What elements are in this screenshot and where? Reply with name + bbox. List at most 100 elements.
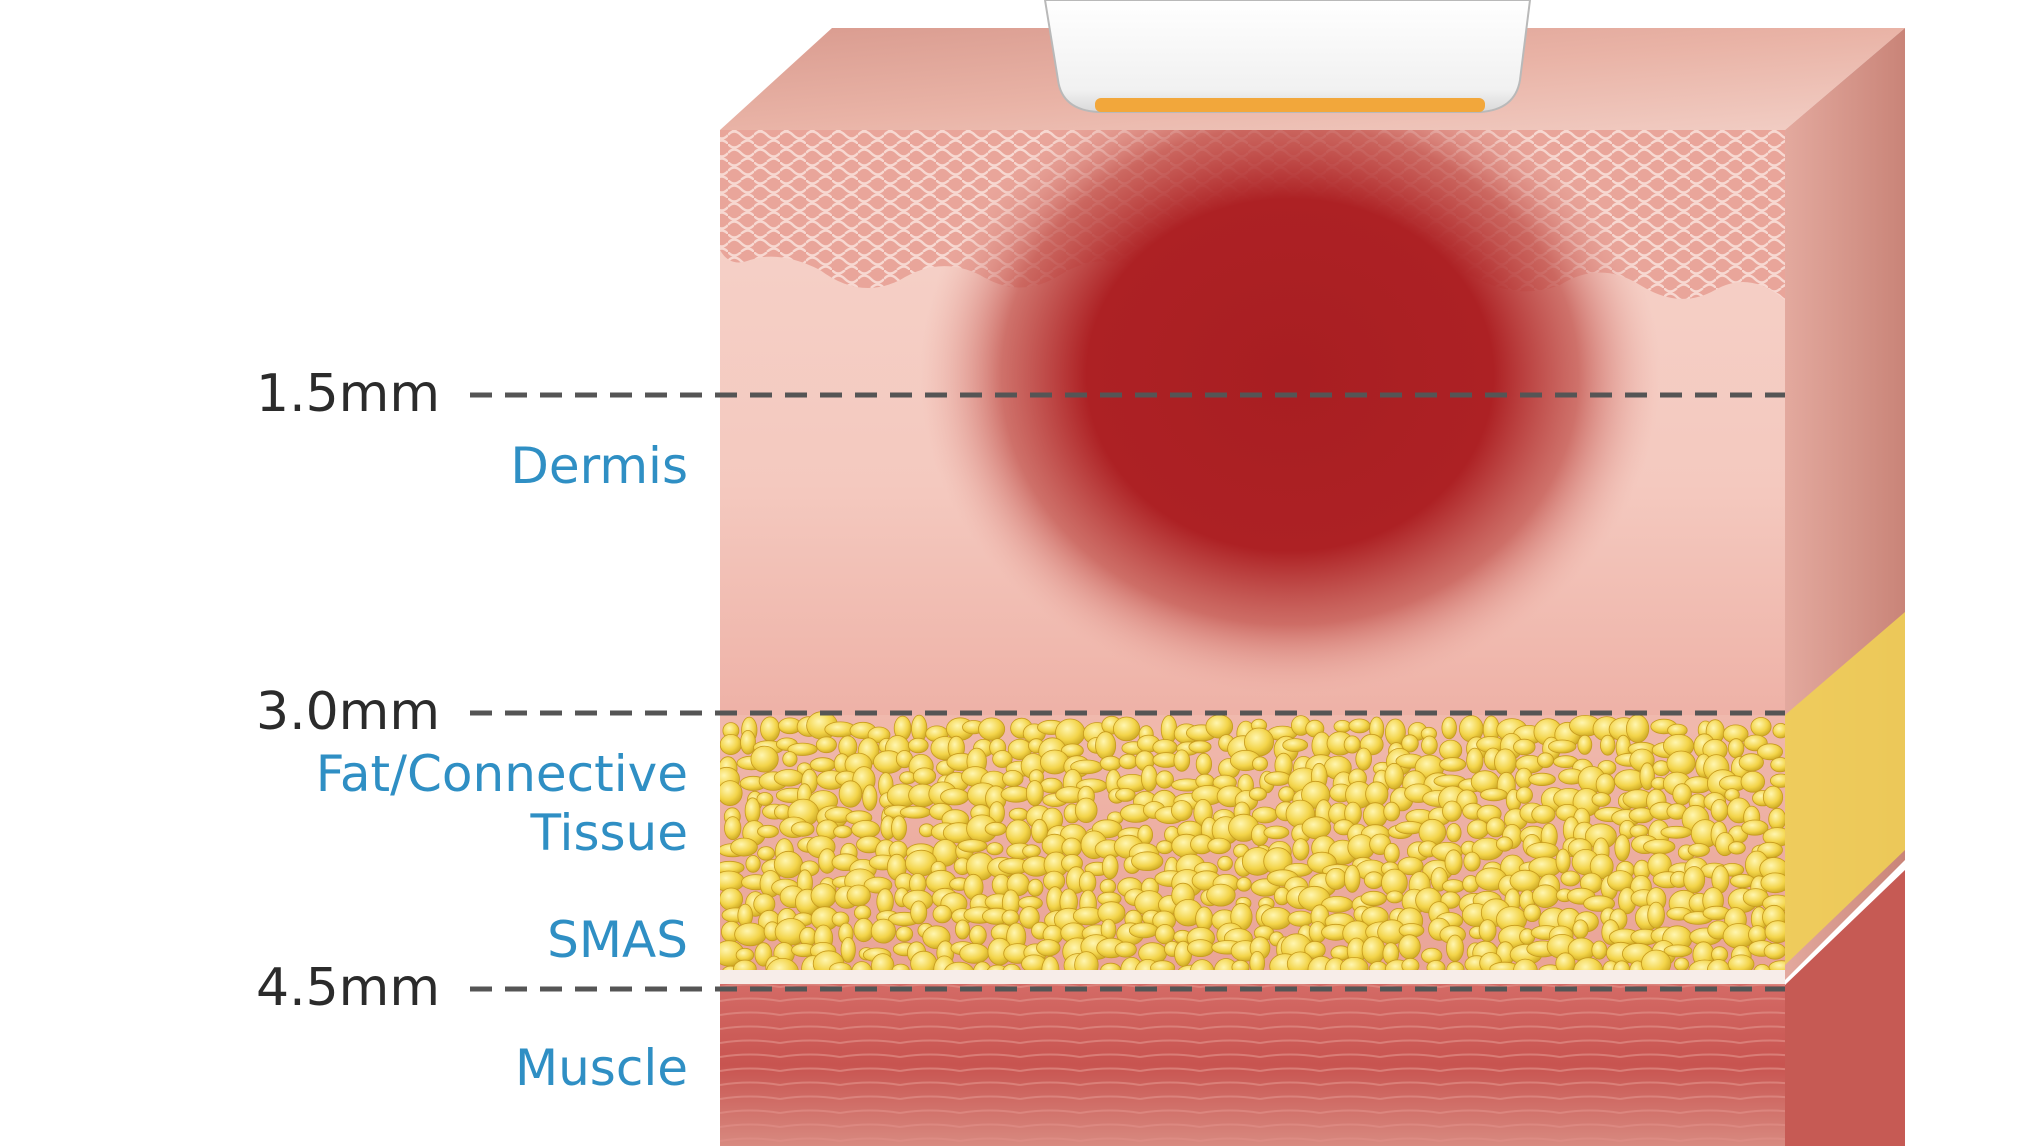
- fat-cell: [1666, 750, 1696, 776]
- fat-cell: [1131, 851, 1164, 871]
- fat-cell: [757, 846, 775, 861]
- fat-cell: [1292, 838, 1310, 861]
- fat-cell: [932, 904, 953, 924]
- fat-cell: [1301, 816, 1332, 840]
- fat-cell: [1626, 714, 1650, 743]
- fat-cell: [750, 745, 779, 773]
- fat-cell: [1764, 920, 1785, 944]
- fat-cell: [773, 850, 804, 879]
- fat-cell: [787, 742, 818, 756]
- fat-cell: [1741, 819, 1769, 836]
- fat-cell: [1772, 723, 1785, 739]
- fat-cell: [1442, 879, 1466, 893]
- fat-cell: [1439, 757, 1467, 772]
- fat-cell: [853, 917, 874, 943]
- fat-cell: [1515, 786, 1533, 804]
- fat-cell: [1383, 842, 1400, 864]
- fat-cell: [1384, 762, 1404, 790]
- fat-cell: [1738, 753, 1764, 772]
- fat-cell: [955, 919, 971, 940]
- fat-cell: [1114, 941, 1137, 958]
- fat-cell: [1008, 807, 1029, 822]
- fat-cell: [1614, 834, 1631, 862]
- fat-cell: [1160, 715, 1178, 744]
- fat-cell: [1187, 939, 1215, 957]
- fat-cell: [1531, 805, 1556, 824]
- fat-cell: [1496, 836, 1514, 852]
- fat-cell: [1760, 872, 1785, 894]
- fat-cell: [1523, 903, 1541, 923]
- fat-cell: [809, 757, 836, 773]
- fat-cell: [1343, 864, 1361, 893]
- fat-cell: [1494, 748, 1517, 776]
- fat-cell: [969, 925, 987, 946]
- fat-cell: [1333, 720, 1352, 733]
- layer-label-smas: SMAS: [547, 911, 688, 969]
- layer-label-dermis: Dermis: [510, 437, 688, 495]
- layer-label-muscle: Muscle: [514, 1039, 688, 1097]
- fat-cell: [1155, 770, 1174, 789]
- fat-cell: [1362, 802, 1388, 829]
- fat-cell: [1591, 940, 1608, 960]
- fat-cell: [1141, 764, 1158, 792]
- fat-cell: [1095, 731, 1117, 760]
- fat-cell: [1727, 738, 1745, 759]
- fat-cell: [773, 769, 804, 787]
- fat-cell: [1348, 718, 1371, 734]
- fat-cell: [1397, 856, 1424, 876]
- fat-cell: [757, 824, 779, 839]
- fat-cell: [1441, 716, 1457, 740]
- layer-label-fat-line1: Fat/Connective: [315, 745, 688, 803]
- fat-cell: [1421, 735, 1438, 756]
- fat-cell: [1560, 870, 1581, 887]
- fat-cell: [846, 884, 871, 907]
- fat-cell: [1171, 800, 1193, 822]
- fat-cell: [1360, 890, 1387, 907]
- fat-cell: [1217, 855, 1233, 871]
- fat-cell: [851, 820, 881, 839]
- fat-cell: [1173, 749, 1191, 772]
- fat-cell: [1207, 837, 1232, 855]
- fat-cell: [1383, 801, 1401, 822]
- depth-label-4-5mm: 4.5mm: [255, 958, 440, 1018]
- fat-cell: [1074, 797, 1098, 824]
- fat-cell: [870, 918, 897, 944]
- fat-cell: [740, 729, 756, 755]
- fat-cell: [1599, 734, 1616, 756]
- fat-cell: [1099, 878, 1117, 895]
- fat-cell: [1442, 800, 1462, 822]
- fat-cell: [1466, 819, 1490, 839]
- fat-cell: [1444, 849, 1463, 875]
- fat-cell: [1555, 848, 1571, 874]
- fat-cell: [1188, 740, 1212, 754]
- fat-cell: [899, 805, 932, 819]
- fat-cell: [907, 737, 929, 754]
- fat-cell: [1672, 783, 1692, 806]
- fat-cell: [1710, 799, 1729, 822]
- fat-cell: [1236, 876, 1252, 892]
- fat-cell: [1763, 942, 1785, 960]
- layer-label-fat-line2: Tissue: [530, 804, 688, 862]
- side-muscle-band: [1785, 870, 1905, 1146]
- fat-cell: [978, 717, 1006, 741]
- fat-cell: [1740, 770, 1766, 793]
- fat-cell: [1537, 752, 1555, 768]
- fat-cell: [1036, 939, 1061, 957]
- fat-cell: [862, 784, 878, 811]
- fat-cell: [810, 883, 837, 909]
- fat-cell: [840, 937, 856, 963]
- fat-cell: [1099, 755, 1122, 772]
- fat-cell: [1248, 787, 1267, 801]
- fat-cell: [1770, 757, 1785, 773]
- fat-cell: [1264, 771, 1292, 786]
- fat-cell: [720, 887, 743, 911]
- transducer-icon: [1043, 0, 1532, 113]
- fat-cell: [735, 947, 755, 963]
- fat-cell: [760, 716, 781, 742]
- fat-cell: [1343, 735, 1361, 754]
- fat-cell: [1750, 717, 1772, 737]
- fat-cell: [1113, 716, 1141, 742]
- fat-cell: [833, 825, 853, 839]
- fat-cell: [720, 780, 743, 806]
- fat-cell: [724, 816, 742, 840]
